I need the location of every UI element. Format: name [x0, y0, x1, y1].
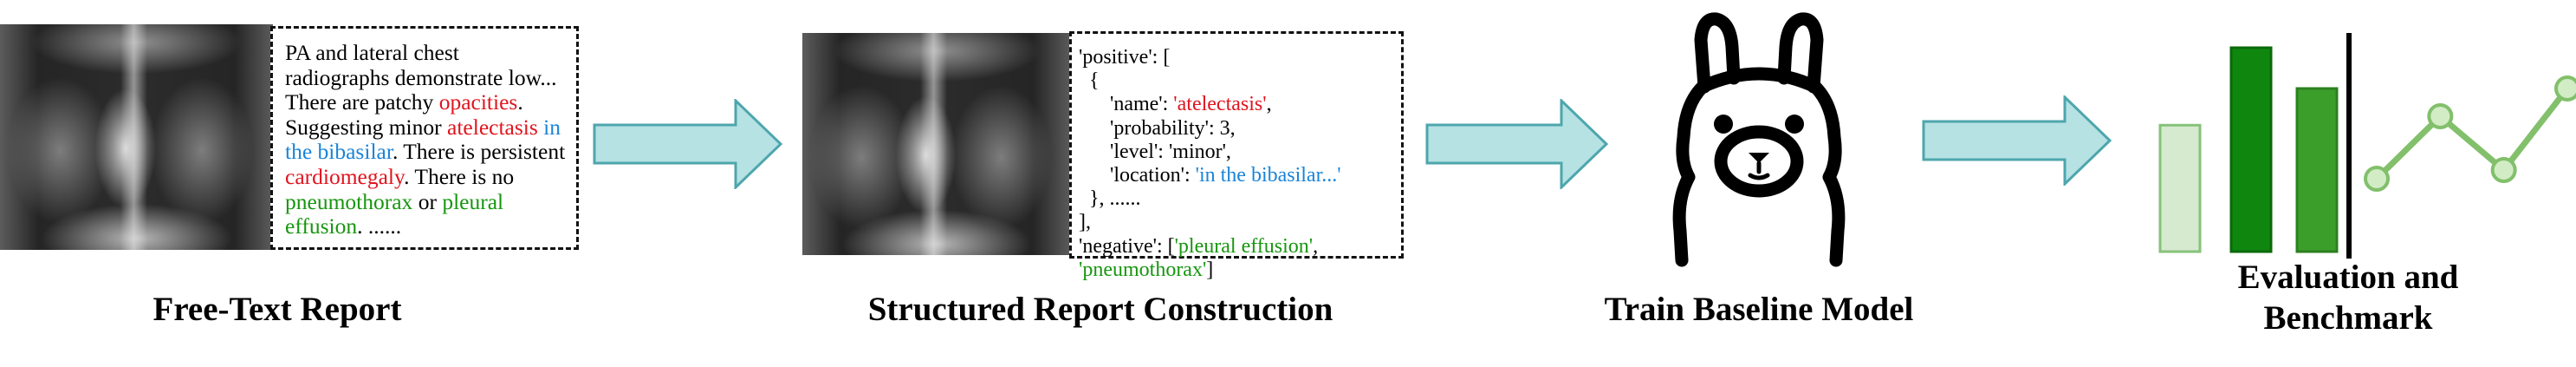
- json-line: ]: [1206, 258, 1214, 281]
- finding-opacities: opacities: [438, 89, 518, 115]
- bar-1: [2158, 123, 2202, 253]
- json-name-atelectasis: 'atelectasis': [1173, 93, 1267, 116]
- report-text: . ......: [357, 213, 402, 239]
- line-point-4: [2554, 75, 2576, 102]
- report-text: PA and lateral chest radiographs demonst…: [285, 40, 557, 115]
- caption-train-baseline: Train Baseline Model: [1604, 291, 1914, 328]
- json-line: }, ......: [1079, 187, 1141, 211]
- json-line: 'location':: [1079, 164, 1196, 187]
- evaluation-chart-icon: [2158, 33, 2576, 259]
- arrow-right-icon: [1425, 99, 1609, 189]
- caption-evaluation-line1: Evaluation and: [2237, 259, 2459, 296]
- trend-line: [2374, 86, 2570, 181]
- finding-cardiomegaly: cardiomegaly: [285, 163, 405, 189]
- json-line: 'probability': 3,: [1079, 116, 1236, 140]
- bar-2: [2229, 46, 2273, 253]
- location-bibasilar: in the bibasilar: [285, 114, 561, 165]
- bar-3: [2295, 87, 2339, 253]
- free-text-report-box: PA and lateral chest radiographs demonst…: [270, 26, 579, 250]
- json-line: 'positive': [: [1079, 46, 1171, 69]
- arrow-right-icon: [593, 99, 783, 189]
- json-line: 'level': 'minor',: [1079, 140, 1231, 163]
- negative-pneumothorax: pneumothorax: [285, 188, 413, 214]
- caption-evaluation: Evaluation and Benchmark: [2157, 257, 2539, 338]
- json-negative-pleural-effusion: 'pleural effusion': [1174, 234, 1314, 258]
- json-location-bibasilar: 'in the bibasilar...': [1195, 164, 1341, 187]
- xray-image-1: [0, 24, 273, 250]
- report-text: . Suggesting minor: [285, 89, 523, 140]
- finding-atelectasis: atelectasis: [447, 114, 538, 140]
- caption-structured-report: Structured Report Construction: [867, 291, 1333, 328]
- line-point-1: [2364, 166, 2390, 192]
- json-line: ,: [1266, 93, 1272, 116]
- json-line: 'name':: [1079, 93, 1174, 116]
- report-text: . There is no: [404, 163, 515, 189]
- line-point-2: [2427, 103, 2454, 129]
- report-text: . There is persistent: [392, 139, 566, 165]
- xray-image-2: [802, 33, 1071, 255]
- line-point-3: [2490, 157, 2517, 183]
- bar-chart-icon: [2158, 46, 2339, 253]
- json-line: 'negative': [: [1079, 234, 1175, 258]
- caption-evaluation-line2: Benchmark: [2263, 299, 2433, 337]
- llama-icon: [1672, 12, 1846, 267]
- caption-free-text-report: Free-Text Report: [152, 291, 402, 328]
- json-line: {: [1079, 69, 1100, 93]
- json-line: ],: [1079, 211, 1091, 234]
- json-negative-pneumothorax: 'pneumothorax': [1079, 258, 1207, 281]
- structured-report-box: 'positive': [ { 'name': 'atelectasis', '…: [1069, 31, 1404, 281]
- arrow-right-icon: [1922, 95, 2112, 186]
- report-text: or: [412, 188, 443, 214]
- line-chart-icon: [2364, 75, 2576, 192]
- json-line: ,: [1313, 234, 1319, 258]
- negative-pleural-effusion: pleural effusion: [285, 188, 504, 239]
